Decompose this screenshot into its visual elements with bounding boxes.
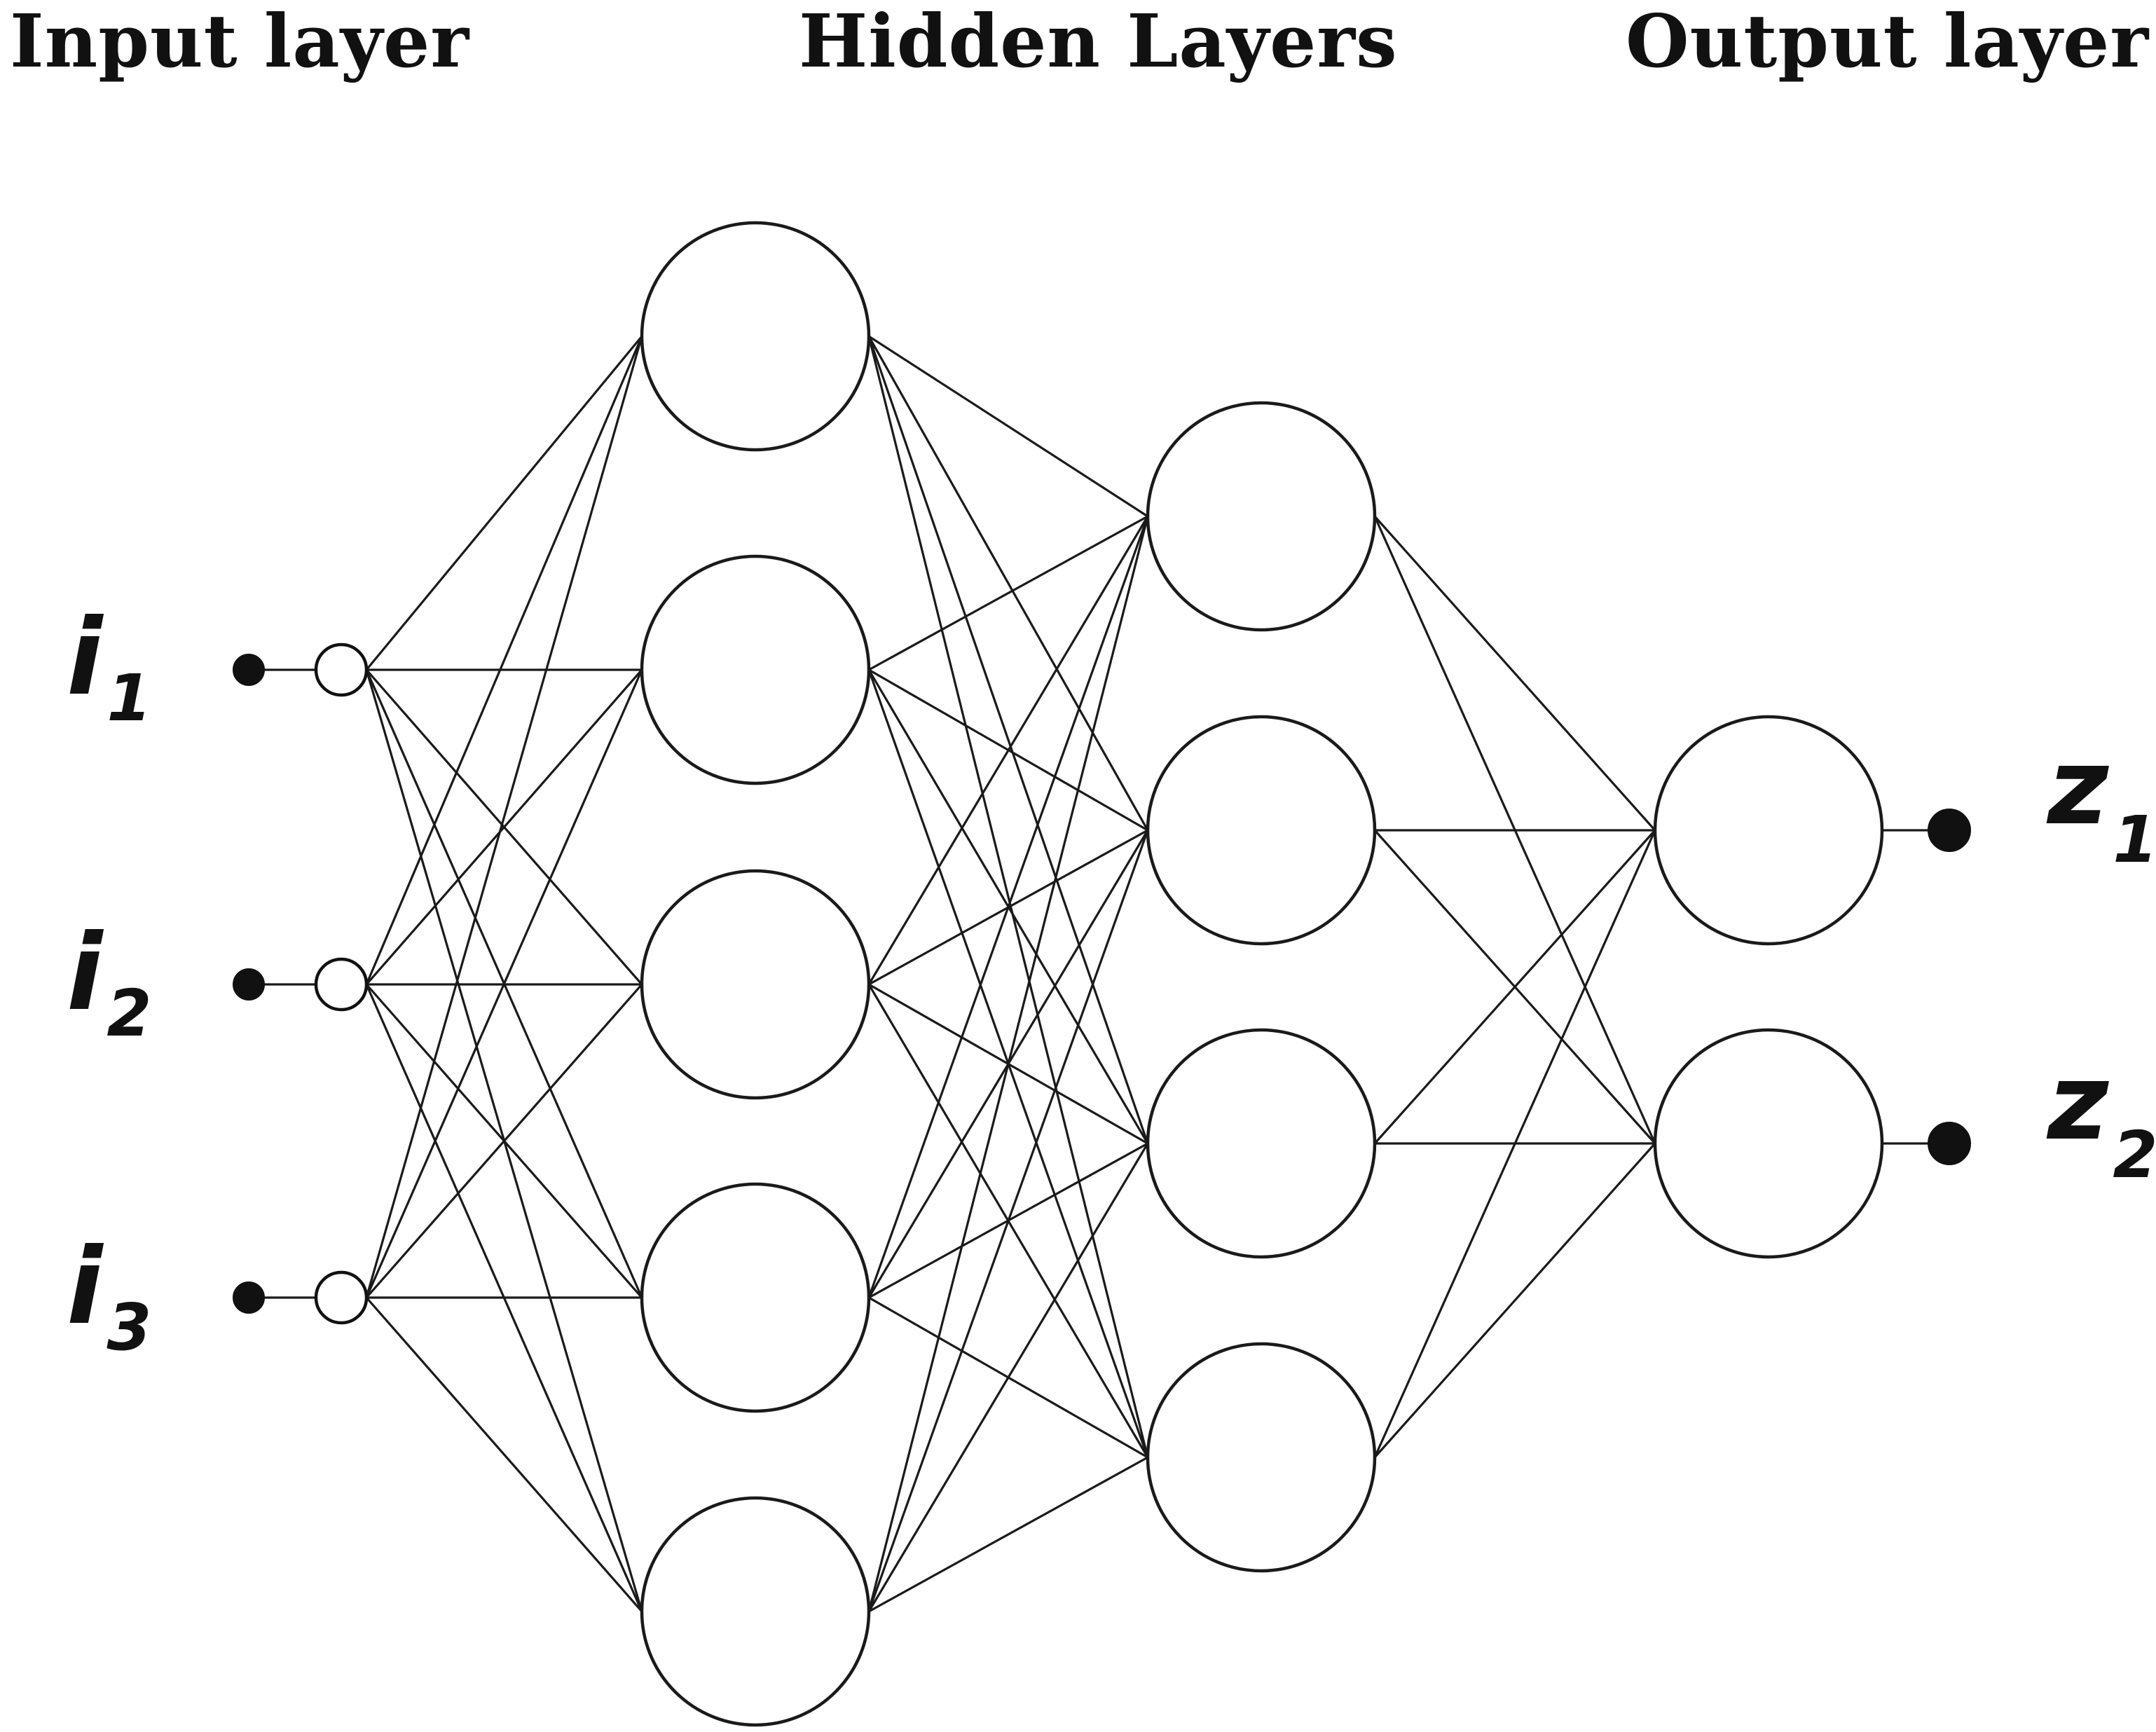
connection-l3-4-to-1 <box>1373 830 1656 1458</box>
input-node-3 <box>314 1270 369 1325</box>
input-label-1: i1 <box>67 597 151 736</box>
hidden2-neuron-1 <box>1146 401 1377 632</box>
connection-l2-5-to-1 <box>867 516 1149 1612</box>
output-label-2-sub: 2 <box>2113 1118 2156 1193</box>
input-node-1 <box>314 642 369 697</box>
hidden2-neuron-2 <box>1146 715 1377 946</box>
input-label-3-sub: 3 <box>107 1290 151 1365</box>
output-layer <box>1653 715 1884 1259</box>
input-terminals <box>233 642 369 1325</box>
connection-l3-3-to-1 <box>1373 829 1656 1145</box>
connection-l1-3-to-3 <box>365 983 643 1299</box>
output-label-1: z1 <box>2046 727 2156 877</box>
connection-l3-4-to-2 <box>1373 1142 1656 1459</box>
input-label-3: i3 <box>67 1226 151 1365</box>
input-label-1-sub: 1 <box>107 661 151 736</box>
hidden-layer-2 <box>1146 401 1377 1573</box>
output-label-1-main: z <box>2046 727 2109 848</box>
output-dot-2 <box>1928 1122 1971 1165</box>
output-label-2: z2 <box>2046 1042 2156 1193</box>
hidden1-neuron-4 <box>640 1182 871 1413</box>
hidden-layer-1 <box>640 221 871 1727</box>
connection-l2-1-to-3 <box>867 336 1149 1144</box>
connection-l3-1-to-1 <box>1373 515 1656 832</box>
input-label-3-main: i <box>67 1226 104 1348</box>
input-label-2-main: i <box>67 912 104 1034</box>
connection-l1-3-to-1 <box>365 336 643 1298</box>
hidden1-neuron-3 <box>640 869 871 1100</box>
output-terminals <box>1882 809 1971 1165</box>
connection-l2-1-to-2 <box>867 336 1149 831</box>
connection-l1-3-to-2 <box>365 669 643 1298</box>
connection-l1-3-to-5 <box>365 1296 643 1613</box>
input-label-2-sub: 2 <box>107 976 151 1051</box>
hidden1-neuron-1 <box>640 221 871 452</box>
connection-l2-5-to-2 <box>867 830 1149 1612</box>
connection-l2-3-to-1 <box>867 516 1149 985</box>
connection-l2-1-to-4 <box>867 336 1149 1458</box>
hidden-layers-heading: Hidden Layers <box>799 0 1398 84</box>
input-dot-3 <box>233 1281 265 1314</box>
connection-l2-5-to-4 <box>868 1456 1148 1613</box>
input-label-2: i2 <box>67 912 151 1051</box>
hidden2-neuron-3 <box>1146 1028 1377 1259</box>
input-dot-1 <box>233 654 265 686</box>
output-neuron-1 <box>1653 715 1884 946</box>
hidden2-neuron-4 <box>1146 1342 1377 1573</box>
connection-l2-2-to-1 <box>868 515 1148 671</box>
connection-l2-4-to-1 <box>867 516 1149 1298</box>
connection-l1-2-to-1 <box>365 336 643 985</box>
connection-lines <box>365 335 1656 1613</box>
input-node-2 <box>314 957 369 1012</box>
output-dot-1 <box>1928 809 1971 852</box>
connection-l1-1-to-1 <box>365 335 643 671</box>
input-dot-2 <box>233 968 265 1001</box>
output-label-2-main: z <box>2046 1042 2109 1164</box>
hidden1-neuron-2 <box>640 554 871 785</box>
input-label-1-main: i <box>67 597 104 719</box>
output-neuron-2 <box>1653 1028 1884 1259</box>
connection-l2-1-to-1 <box>868 335 1148 518</box>
input-layer-heading: Input layer <box>10 0 469 84</box>
connection-l2-5-to-3 <box>867 1143 1149 1612</box>
connection-l1-2-to-2 <box>365 668 643 986</box>
output-label-1-sub: 1 <box>2113 802 2156 877</box>
hidden1-neuron-5 <box>640 1496 871 1727</box>
output-layer-heading: Output layer <box>1626 0 2149 84</box>
